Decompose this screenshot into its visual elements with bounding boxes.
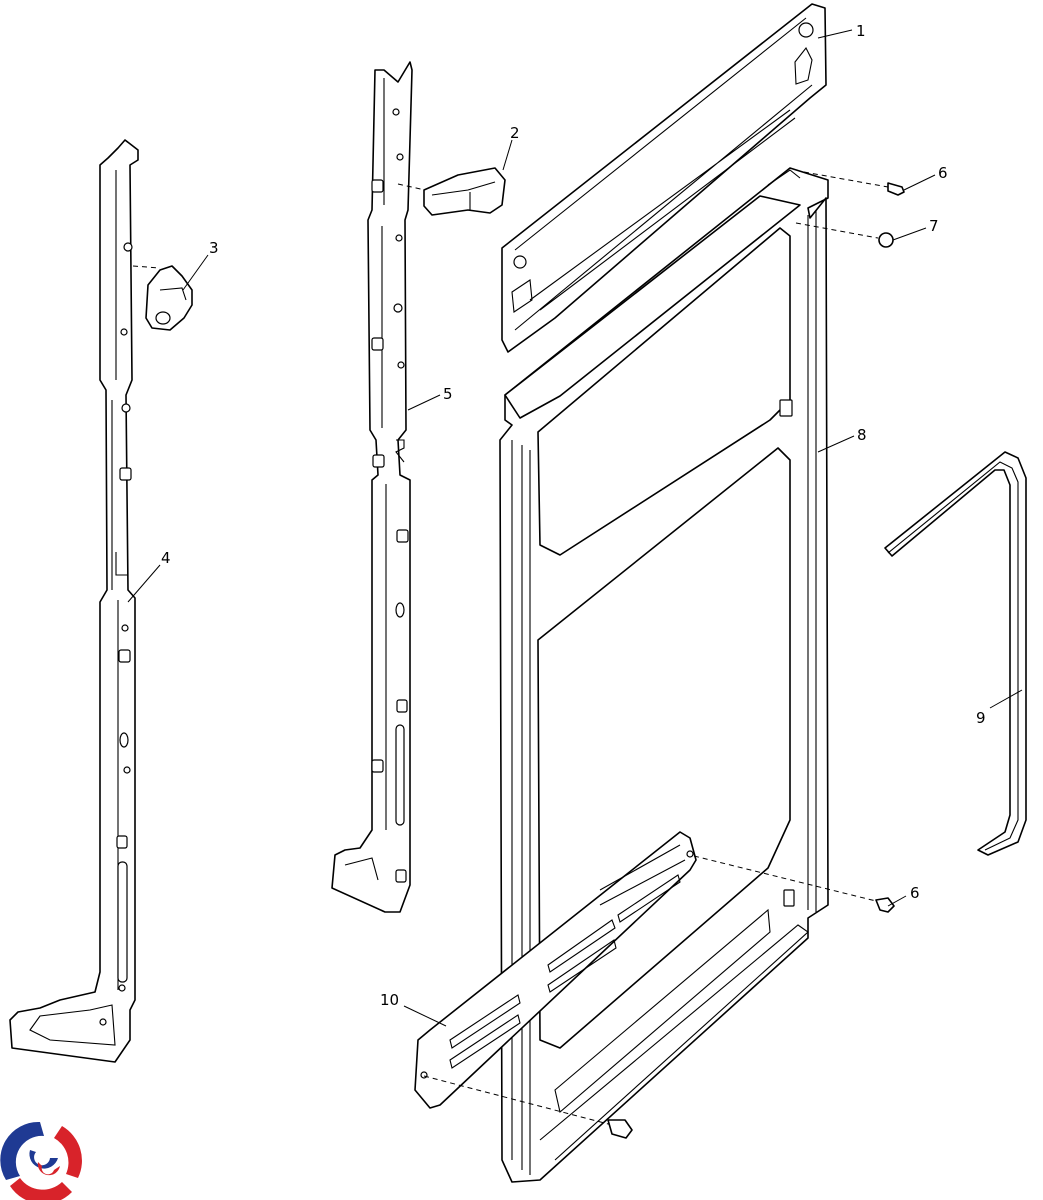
part-10-bottom-plate bbox=[414, 831, 697, 1109]
part-1-top-channel bbox=[501, 3, 827, 353]
callout-6-top: 6 bbox=[938, 164, 948, 182]
part-9-gasket bbox=[884, 451, 1027, 856]
part-4-left-rail bbox=[9, 139, 139, 1063]
part-6-screw-front bbox=[423, 1075, 633, 1139]
callout-leaders bbox=[127, 29, 1023, 1027]
part-6-screw-bottom bbox=[693, 855, 895, 913]
brand-logo-icon bbox=[0, 1121, 82, 1200]
part-6-screw-top bbox=[803, 171, 905, 196]
callout-5: 5 bbox=[443, 385, 453, 403]
part-3-bracket bbox=[132, 265, 193, 331]
part-2-hinge-bracket bbox=[397, 167, 506, 216]
callout-1: 1 bbox=[856, 22, 866, 40]
part-5-right-rail bbox=[331, 61, 413, 913]
callout-9: 9 bbox=[976, 709, 986, 727]
callout-10: 10 bbox=[380, 991, 399, 1009]
callout-8: 8 bbox=[857, 426, 867, 444]
callout-2: 2 bbox=[510, 124, 520, 142]
callout-4: 4 bbox=[161, 549, 171, 567]
callout-6-bottom: 6 bbox=[910, 884, 920, 902]
callout-3: 3 bbox=[209, 239, 219, 257]
callout-7: 7 bbox=[929, 217, 939, 235]
